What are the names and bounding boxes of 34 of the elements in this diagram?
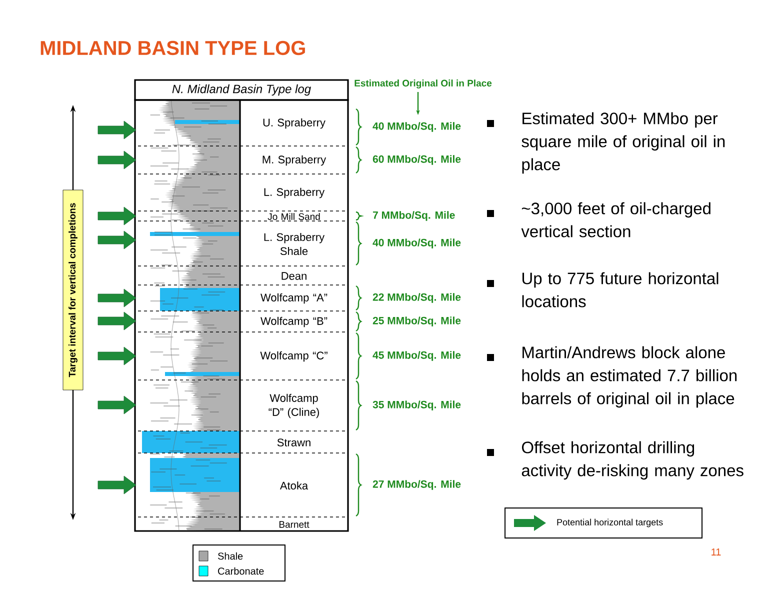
title: MIDLAND BASIN TYPE LOG: [40, 40, 305, 56]
zone-label: L. Spraberry: [264, 188, 325, 198]
oil-value: 25 MMbo/Sq. Mile: [372, 316, 461, 326]
interval-box: Target interval for vertical completions: [62, 190, 84, 390]
oil-value: 40 MMbo/Sq. Mile: [372, 238, 461, 248]
oil-value: 60 MMbo/Sq. Mile: [372, 155, 461, 165]
bullet-text: Estimated 300+ MMbo per square mile of original oil in place: [522, 112, 725, 174]
zone-label: M. Spraberry: [262, 155, 326, 166]
zone-label: U. Spraberry: [263, 118, 326, 129]
log-header: N. Midland Basin Type log: [134, 79, 349, 101]
bullet-text: ~3,000 feet of oil-charged vertical section: [521, 202, 710, 238]
oil-value: 27 MMbo/Sq. Mile: [372, 480, 461, 490]
zone-label: Barnett: [279, 521, 310, 528]
legend-label: Carbonate: [218, 567, 264, 575]
zone-label: Dean: [282, 272, 306, 280]
bullet-text: Up to 775 future horizontal locations: [522, 272, 718, 308]
oil-value: 40 MMbo/Sq. Mile: [372, 122, 461, 132]
bullet-text: Martin/Andrews block alone holds an estimated 7.7 billion barrels of original oil in place: [522, 346, 737, 408]
legend-label: Shale: [218, 552, 243, 560]
zone-label: Wolfcamp “D” (Cline): [268, 394, 319, 418]
oil-value: 22 MMbo/Sq. Mile: [372, 293, 461, 303]
oil-value: 35 MMbo/Sq. Mile: [372, 400, 461, 410]
zone-label: Atoka: [280, 481, 308, 490]
page-number: 11: [712, 548, 721, 556]
legend-box: Potential horizontal targets: [504, 508, 702, 538]
zone-label: Wolfcamp “A”: [260, 293, 328, 304]
zone-label: Jo Mill Sand: [268, 213, 320, 220]
oil-value: 45 MMbo/Sq. Mile: [372, 351, 461, 361]
zone-label: Wolfcamp “B”: [260, 316, 328, 328]
bullet-text: Offset horizontal drilling activity de-risking many zones: [522, 441, 744, 480]
zone-label: L. Spraberry Shale: [264, 232, 325, 256]
oil-value: 7 MMbo/Sq. Mile: [373, 211, 455, 221]
zone-label: Wolfcamp “C”: [260, 351, 328, 362]
zone-label: Strawn: [277, 438, 310, 446]
